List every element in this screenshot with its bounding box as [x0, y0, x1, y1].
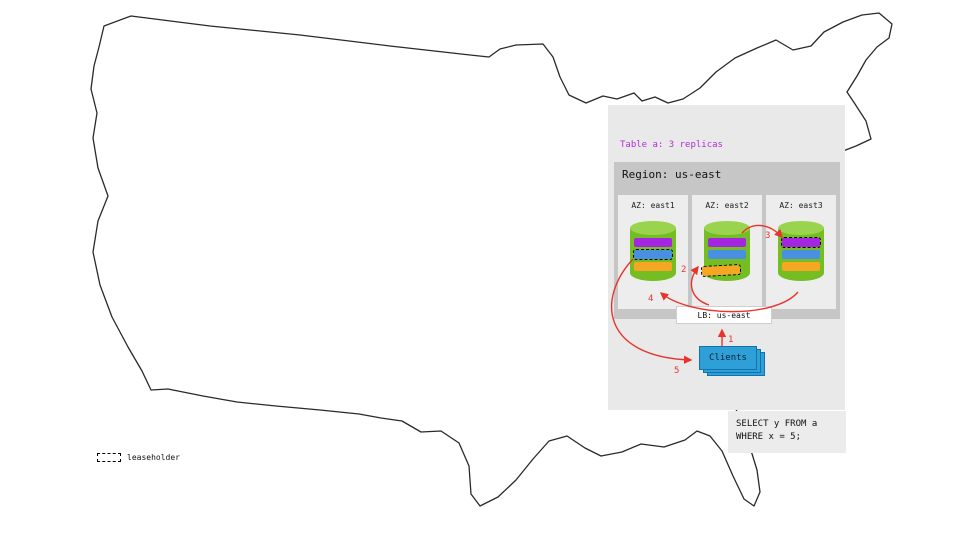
replica-table-b — [634, 262, 672, 271]
az-east3-label: AZ: east3 — [779, 201, 823, 210]
region-title: Region: us-east — [622, 168, 722, 181]
replica-table-a — [634, 238, 672, 247]
sql-line-1: SELECT y FROM a — [736, 419, 818, 429]
node-east2 — [700, 221, 750, 281]
leaseholder-swatch-icon — [97, 453, 121, 462]
az-east1: AZ: east1 — [618, 195, 688, 309]
node-east1 — [630, 221, 676, 281]
region-us-east: Region: us-east AZ: east1 AZ: east2 — [614, 162, 840, 319]
sql-line-2: WHERE x = 5; — [736, 432, 802, 442]
sql-query: SELECT y FROM a WHERE x = 5; — [728, 411, 846, 453]
legend-table-a: Table a: 3 replicas — [620, 140, 723, 150]
leaseholder-key: leaseholder — [97, 453, 180, 462]
cylinder-top — [704, 221, 750, 235]
replica-table-a-leaseholder — [781, 237, 821, 248]
clients-box: Clients — [699, 346, 757, 370]
node-east3 — [778, 221, 824, 281]
replica-table-a — [708, 238, 746, 247]
az-east2-label: AZ: east2 — [705, 201, 749, 210]
leaseholder-key-label: leaseholder — [127, 453, 180, 462]
clients-stack: Clients — [699, 346, 769, 380]
az-east3: AZ: east3 — [766, 195, 836, 309]
cylinder-top — [778, 221, 824, 235]
replica-index-a — [708, 250, 746, 259]
replica-index-a — [782, 250, 820, 259]
cylinder-top — [630, 221, 676, 235]
replica-table-b — [782, 262, 820, 271]
load-balancer: LB: us-east — [676, 306, 772, 324]
az-east2: AZ: east2 — [692, 195, 762, 309]
az-east1-label: AZ: east1 — [631, 201, 675, 210]
replica-index-a-leaseholder — [633, 249, 673, 260]
